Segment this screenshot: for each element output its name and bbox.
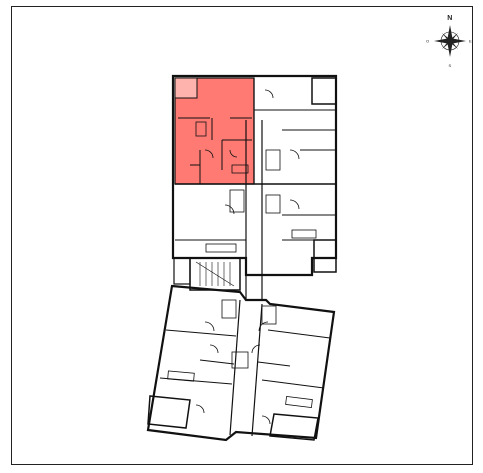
compass-rose-icon: N S E O xyxy=(426,15,472,68)
upper-building xyxy=(171,74,338,300)
lower-building xyxy=(146,284,336,442)
stairwell xyxy=(173,257,241,291)
compass-north-label: N xyxy=(447,15,452,22)
compass-east-label: E xyxy=(469,39,472,44)
highlighted-apartment[interactable] xyxy=(174,77,255,185)
plan-border xyxy=(11,6,473,465)
compass-south-label: S xyxy=(449,63,452,68)
compass-west-label: O xyxy=(426,39,429,44)
